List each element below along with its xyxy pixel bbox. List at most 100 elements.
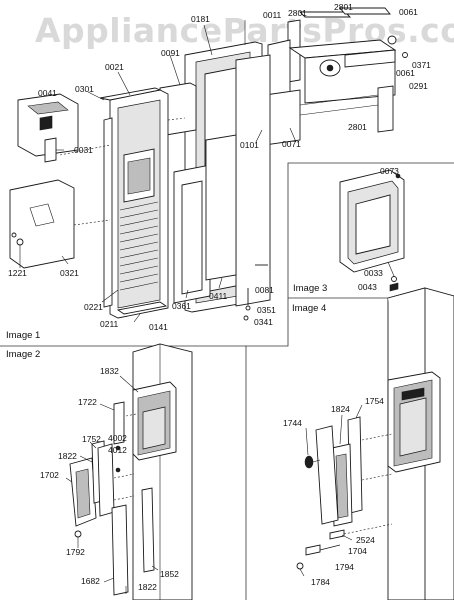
label-0073: 0073 <box>380 166 399 176</box>
label-0071: 0071 <box>282 139 301 149</box>
label-0091: 0091 <box>161 48 180 58</box>
label-1754: 1754 <box>365 396 384 406</box>
screw-1221 <box>16 238 24 246</box>
screw-0371 <box>402 52 408 58</box>
align-image2-2 <box>113 473 135 479</box>
screw-0073 <box>395 173 401 179</box>
door-slab-image2-edge <box>132 343 161 600</box>
leader-1784 <box>299 568 305 577</box>
label-2801-a: 2801 <box>288 8 307 18</box>
bar-1852 <box>141 487 155 573</box>
label-2801-b: 2801 <box>334 2 353 12</box>
deflector-cutout <box>29 203 55 227</box>
label-4002: 4002 <box>108 433 127 443</box>
motor-shaft <box>326 64 334 72</box>
frame-1702-inner <box>75 468 91 519</box>
leader-1744 <box>305 427 309 456</box>
label-1784: 1784 <box>311 577 330 587</box>
align-image2-1 <box>125 413 137 417</box>
align-image4-2 <box>361 473 393 481</box>
panel-0411 <box>205 134 237 281</box>
label-0291: 0291 <box>409 81 428 91</box>
leader-1832 <box>119 375 139 393</box>
align-image2-3 <box>113 495 135 501</box>
label-1794: 1794 <box>335 562 354 572</box>
leader-1822-a <box>79 455 93 463</box>
door-slab-image2 <box>132 343 193 600</box>
leader-1852 <box>151 565 159 571</box>
screw-1784 <box>296 562 304 570</box>
knob-shaft <box>312 459 321 463</box>
label-0351: 0351 <box>257 305 276 315</box>
part-0043 <box>389 282 399 292</box>
label-0141: 0141 <box>149 322 168 332</box>
label-1852: 1852 <box>160 569 179 579</box>
label-0031: 0031 <box>74 145 93 155</box>
door-panel-0101 <box>235 54 271 307</box>
ice-bucket-top <box>27 101 69 115</box>
rail-line <box>299 94 379 106</box>
image1-leaders <box>19 20 297 323</box>
label-0361: 0361 <box>172 301 191 311</box>
screw-1792 <box>74 530 82 538</box>
image1-label: Image 1 <box>6 330 40 341</box>
align-3 <box>167 117 186 121</box>
leader-1752 <box>89 441 97 449</box>
label-0341: 0341 <box>254 317 273 327</box>
label-0411: 0411 <box>209 291 228 301</box>
label-1682: 1682 <box>81 576 100 586</box>
screw-4012 <box>115 467 121 473</box>
image2-drawing: 1832 1722 1752 1822 1702 4002 4012 1792 … <box>6 343 193 600</box>
dispenser-cavity-recess <box>127 157 151 195</box>
label-0101: 0101 <box>240 140 259 150</box>
label-1744: 1744 <box>283 418 302 428</box>
bracket-0031 <box>44 137 57 163</box>
clip-2524 <box>329 529 345 540</box>
liner-top <box>99 87 162 101</box>
bracket-2801-side <box>377 85 394 133</box>
bar-0061 <box>344 49 396 68</box>
leader-2524 <box>341 534 353 541</box>
trim-0073-opening <box>355 194 391 255</box>
leader-1722 <box>99 403 115 411</box>
leader-1682 <box>103 577 115 583</box>
label-4012: 4012 <box>108 445 127 455</box>
label-0021: 0021 <box>105 62 124 72</box>
label-0041: 0041 <box>38 88 57 98</box>
arm-1824-inner <box>335 453 349 519</box>
label-1792: 1792 <box>66 547 85 557</box>
rod-1794 <box>319 544 341 551</box>
bracket-2801-top-2 <box>339 7 391 15</box>
image4-drawing: 1824 1754 1744 2524 1704 1794 1784 Image… <box>283 287 454 600</box>
label-1704: 1704 <box>348 546 367 556</box>
leader-1754 <box>355 404 363 419</box>
label-0301: 0301 <box>75 84 94 94</box>
label-0011: 0011 <box>263 10 282 20</box>
image1-drawing: 0181 0011 2801 2801 0061 0091 0021 0041 … <box>6 2 431 341</box>
image3-label: Image 3 <box>293 283 327 294</box>
screw-0351 <box>245 305 251 311</box>
dispenser-recess-back <box>399 397 427 457</box>
label-0321: 0321 <box>60 268 79 278</box>
paddle-1704 <box>315 425 339 525</box>
bar-1682 <box>111 504 129 596</box>
dispenser-top-light <box>401 387 425 401</box>
label-1822-b: 1822 <box>138 582 157 592</box>
knob-1744 <box>304 455 314 469</box>
label-0181: 0181 <box>191 14 210 24</box>
liner-bottom-0211 <box>116 301 168 315</box>
label-1221: 1221 <box>8 268 27 278</box>
label-0221: 0221 <box>84 302 103 312</box>
liner-side-rail <box>103 117 113 308</box>
label-2801-c: 2801 <box>348 122 367 132</box>
liner-shelf-ribs <box>119 201 159 291</box>
align-image4-3 <box>343 523 393 535</box>
image2-label: Image 2 <box>6 349 40 360</box>
label-0033: 0033 <box>364 268 383 278</box>
align-image4-1 <box>361 433 393 441</box>
trim-1722 <box>113 401 125 445</box>
label-0081: 0081 <box>255 285 274 295</box>
panel-0361-inner <box>181 180 203 295</box>
